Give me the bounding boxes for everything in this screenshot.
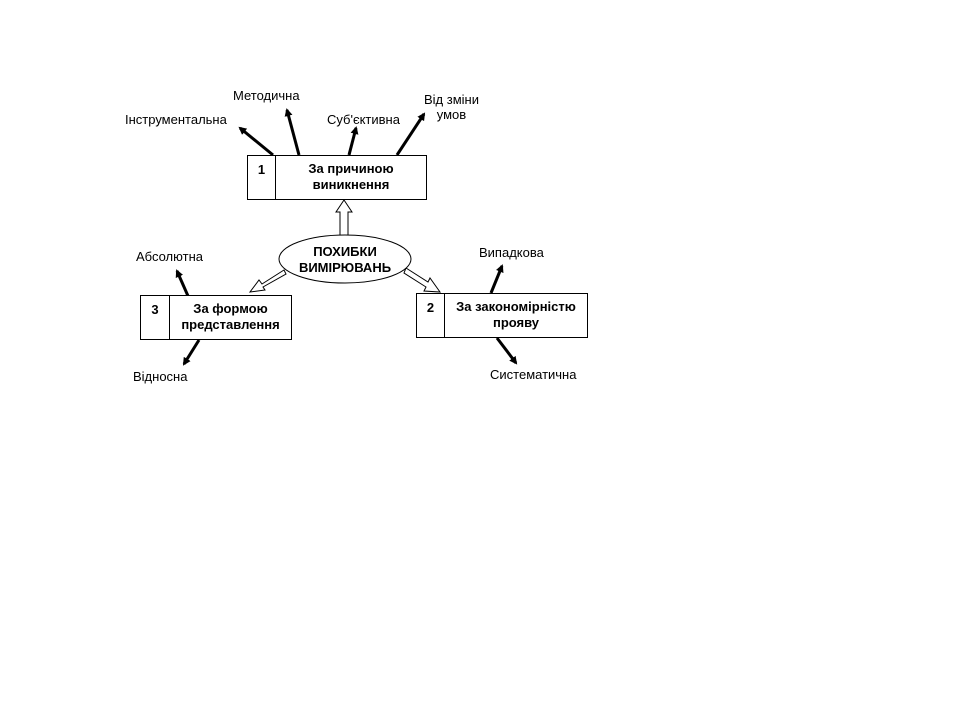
hollow-arrow-to-box-3 bbox=[248, 269, 287, 293]
box-title: За причиною виникнення bbox=[308, 161, 394, 192]
arrow-instrumental bbox=[238, 126, 274, 157]
center-title: ПОХИБКИ ВИМІРЮВАНЬ bbox=[298, 244, 392, 275]
label-methodical: Методична bbox=[233, 88, 300, 103]
center-ellipse bbox=[278, 234, 412, 284]
arrow-subjective bbox=[347, 126, 359, 156]
arrow-systematic bbox=[495, 337, 518, 365]
label-instrumental: Інструментальна bbox=[125, 112, 227, 127]
hollow-arrow-to-box-1 bbox=[335, 199, 353, 239]
label-systematic: Систематична bbox=[490, 367, 577, 382]
arrow-random bbox=[489, 264, 504, 294]
category-box-form: 3 За формою представлення bbox=[140, 295, 292, 340]
box-title: За закономірністю прояву bbox=[456, 299, 576, 330]
hollow-arrow-to-box-2 bbox=[403, 267, 442, 293]
category-box-cause: 1 За причиною виникнення bbox=[247, 155, 427, 200]
label-subjective: Суб'єктивна bbox=[327, 112, 400, 127]
arrow-methodical bbox=[284, 108, 301, 156]
box-title: За формою представлення bbox=[181, 301, 280, 332]
box-number: 2 bbox=[417, 294, 445, 337]
label-relative: Відносна bbox=[133, 369, 188, 384]
category-box-regularity: 2 За закономірністю прояву bbox=[416, 293, 588, 338]
arrow-absolute bbox=[175, 269, 190, 297]
label-random: Випадкова bbox=[479, 245, 544, 260]
box-number: 1 bbox=[248, 156, 276, 199]
arrow-relative bbox=[182, 339, 201, 366]
label-conditions: Від зміни умов bbox=[424, 92, 479, 122]
label-absolute: Абсолютна bbox=[136, 249, 203, 264]
box-number: 3 bbox=[141, 296, 170, 339]
arrow-conditions bbox=[395, 112, 426, 156]
